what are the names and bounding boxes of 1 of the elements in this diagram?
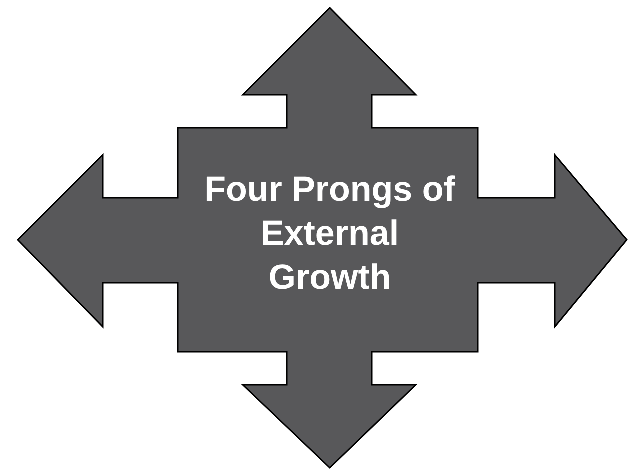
center-label: Four Prongs of External Growth	[204, 169, 456, 299]
